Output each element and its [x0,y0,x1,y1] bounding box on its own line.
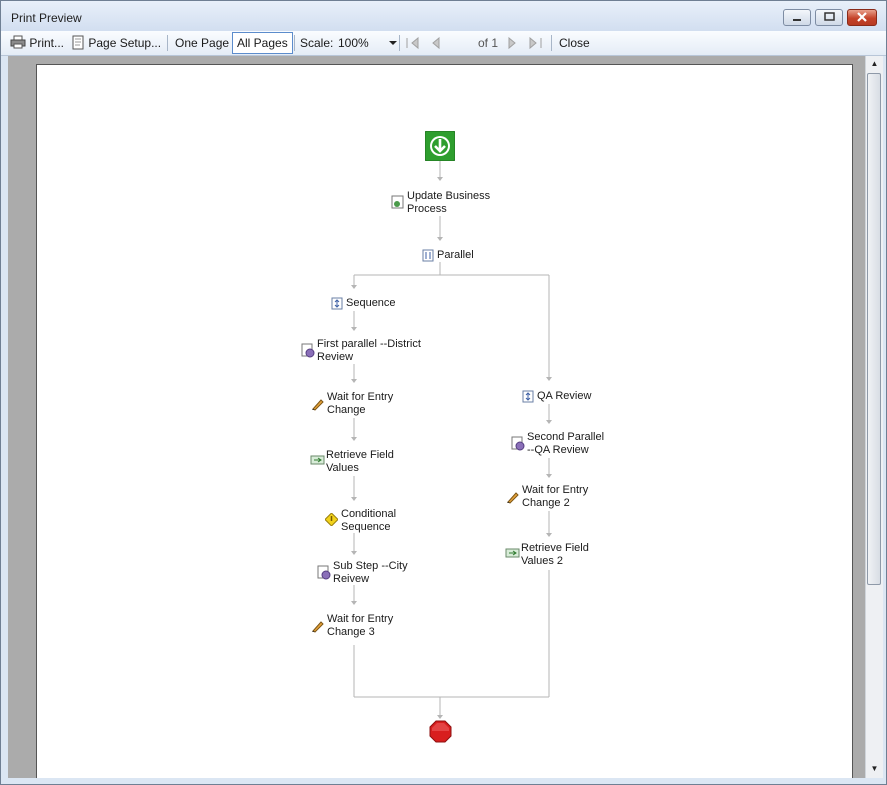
print-label: Print... [29,36,65,50]
review-step-icon [317,565,331,580]
previous-page-icon[interactable] [429,31,441,55]
page-setup-button[interactable]: Page Setup... [71,31,161,55]
last-page-icon[interactable] [528,31,544,55]
retrieve-icon [310,455,325,465]
printer-icon [10,35,26,49]
stop-octagon-icon [429,720,452,743]
scroll-up-icon[interactable]: ▲ [870,59,879,68]
retrieve-icon [505,548,520,558]
title-bar: Print Preview [1,1,886,31]
scroll-down-icon[interactable]: ▼ [870,764,879,773]
step-second-parallel-label: Second Parallel--QA Review [527,431,605,456]
parallel-icon [422,249,434,262]
update-process-icon [391,195,404,209]
pencil-icon [312,399,324,411]
chevron-down-icon [389,41,398,45]
scale-label: Scale: [300,36,334,50]
step-parallel-label: Parallel [437,249,474,261]
toolbar-separator [551,35,552,51]
toolbar-separator [294,35,295,51]
close-icon [857,12,867,22]
scale-value: 100% [338,36,369,50]
close-window-button[interactable] [847,9,877,26]
step-sequence-label: Sequence [346,297,396,309]
review-step-icon [301,343,315,358]
pencil-icon [507,492,519,504]
conditional-icon [325,513,338,526]
maximize-button[interactable] [815,9,843,26]
one-page-button[interactable]: One Page [175,36,230,50]
print-button[interactable]: Print... [10,31,64,55]
window-title: Print Preview [11,11,82,25]
next-page-icon[interactable] [507,31,519,55]
minimize-icon [793,19,801,21]
page-count-label: of 1 [478,36,499,50]
sequence-icon [331,297,343,310]
page-setup-label: Page Setup... [88,36,162,50]
close-button[interactable]: Close [559,36,590,50]
preview-toolbar: Print... Page Setup... One Page All Page… [1,31,886,82]
step-qa-review-label: QA Review [537,390,592,402]
preview-page [36,64,853,778]
review-step-icon [511,436,525,451]
preview-area[interactable] [8,56,865,778]
sequence-icon [522,390,534,403]
first-page-icon[interactable] [404,31,420,55]
all-pages-button[interactable]: All Pages [232,32,293,54]
page-setup-icon [72,35,84,50]
maximize-icon [824,12,835,21]
vertical-scrollbar[interactable]: ▲ ▼ [865,56,883,778]
start-arrow-icon [425,131,455,161]
pencil-icon [312,621,324,633]
toolbar-separator [399,35,400,51]
scale-dropdown[interactable]: 100% [338,31,398,55]
scroll-thumb[interactable] [867,73,881,585]
toolbar-separator [167,35,168,51]
minimize-button[interactable] [783,9,811,26]
